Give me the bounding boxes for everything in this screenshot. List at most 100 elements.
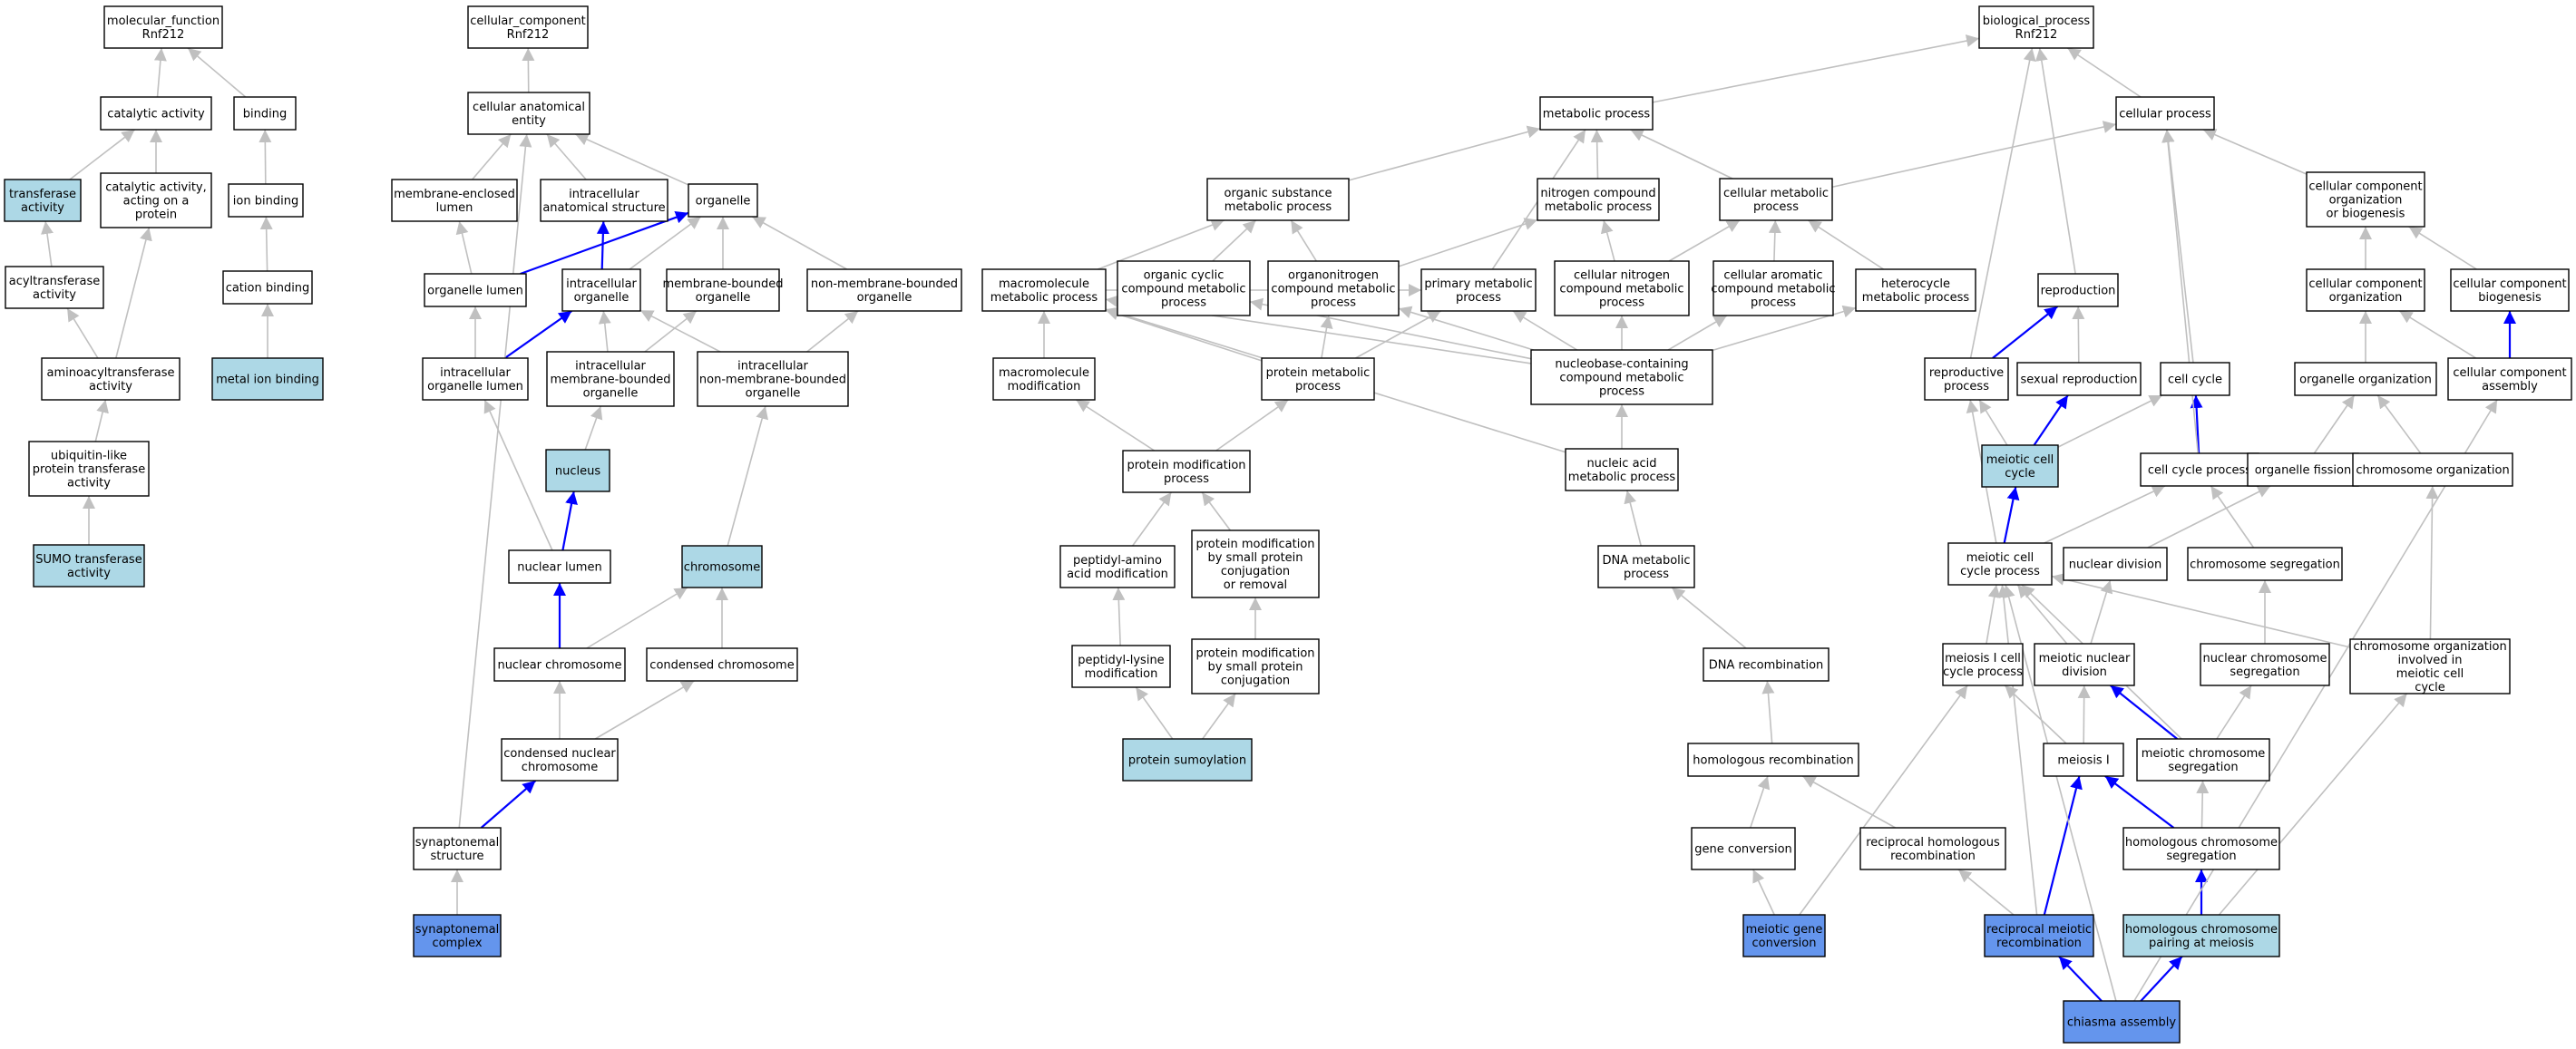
go-term-node-chrorg[interactable]: chromosome organization xyxy=(2352,452,2513,487)
edge-cellcycle-to-cellproc xyxy=(2161,129,2194,364)
go-term-node-homrec[interactable]: homologous recombination xyxy=(1687,743,1859,777)
go-term-node-cellcycle[interactable]: cell cycle xyxy=(2160,362,2230,396)
go-term-node-binding[interactable]: binding xyxy=(233,96,297,131)
go-term-node-catact[interactable]: catalytic activity xyxy=(100,96,212,131)
go-term-node-nuclumen[interactable]: nuclear lumen xyxy=(508,549,611,584)
go-term-node-repro[interactable]: reproduction xyxy=(2037,273,2119,307)
edge-ccob-to-cellproc xyxy=(2202,129,2308,175)
go-term-node-sexrepro[interactable]: sexual reproduction xyxy=(2016,362,2142,396)
edge-meiccproc-to-ccproc xyxy=(2044,485,2166,544)
go-term-node-organelle[interactable]: organelle xyxy=(688,183,758,218)
go-term-node-condchr[interactable]: condensed chromosome xyxy=(646,647,798,682)
node-label-line: membrane-bounded xyxy=(662,277,783,291)
go-term-node-cellproc[interactable]: cellular process xyxy=(2115,96,2215,131)
go-term-node-intnmborg[interactable]: intracellularnon-membrane-boundedorganel… xyxy=(697,351,849,407)
go-term-node-orgorg[interactable]: organelle organization xyxy=(2294,362,2437,396)
go-term-node-metalion[interactable]: metal ion binding xyxy=(211,357,324,401)
go-term-node-orglumen[interactable]: organelle lumen xyxy=(424,273,527,307)
go-term-node-nucdiv[interactable]: nuclear division xyxy=(2063,547,2168,581)
node-label-line: metal ion binding xyxy=(216,374,319,387)
edge-catact-to-mf xyxy=(153,47,167,98)
node-box xyxy=(1924,357,2009,401)
go-term-node-orgfis[interactable]: organelle fission xyxy=(2247,452,2359,487)
go-term-node-meiosisI[interactable]: meiosis I xyxy=(2043,743,2124,777)
go-term-node-chromosome[interactable]: chromosome xyxy=(681,545,763,588)
node-label-line: homologous recombination xyxy=(1693,754,1854,768)
go-term-node-cationb[interactable]: cation binding xyxy=(222,270,313,305)
go-term-node-dnarec[interactable]: DNA recombination xyxy=(1703,647,1830,682)
go-term-node-nucleus[interactable]: nucleus xyxy=(545,449,610,492)
go-term-node-protsumo[interactable]: protein sumoylation xyxy=(1122,738,1253,782)
go-term-node-ccproc[interactable]: cell cycle process xyxy=(2140,452,2259,487)
edge-hetero-to-cellmet xyxy=(1807,219,1885,270)
go-term-node-ionbind[interactable]: ion binding xyxy=(228,183,304,218)
go-term-node-chiasma[interactable]: chiasma assembly xyxy=(2063,1000,2181,1044)
go-term-node-metproc[interactable]: metabolic process xyxy=(1539,96,1654,131)
edge-nucbase-to-primmet xyxy=(1512,310,1578,351)
node-label-line: homologous chromosome xyxy=(2125,836,2278,850)
edge-nmborg-to-organelle xyxy=(751,216,848,270)
go-term-node-geneconv[interactable]: gene conversion xyxy=(1691,827,1796,870)
go-term-node-nucchr[interactable]: nuclear chromosome xyxy=(493,647,626,682)
edge-intorg-to-organelle xyxy=(629,216,702,270)
go-term-node-chrseg[interactable]: chromosome segregation xyxy=(2187,547,2343,581)
